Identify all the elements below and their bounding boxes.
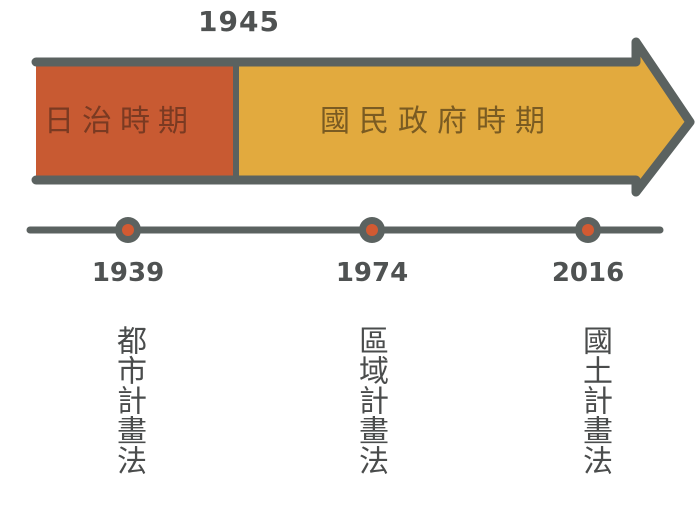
divider-year-label: 1945 — [198, 5, 280, 38]
event-dot-2016 — [575, 217, 601, 243]
event-law-1939: 都市計畫法 — [111, 324, 146, 475]
event-year-1974: 1974 — [335, 258, 409, 288]
event-law-2016: 國土計畫法 — [577, 324, 612, 475]
era-block-kmt — [236, 44, 690, 190]
event-dot-1939 — [115, 217, 141, 243]
era-block-japanese — [36, 64, 236, 178]
event-year-2016: 2016 — [551, 258, 625, 288]
event-law-1974: 區域計畫法 — [353, 324, 388, 475]
event-year-1939: 1939 — [91, 258, 165, 288]
arrow-outline — [31, 37, 695, 197]
event-dot-1974 — [359, 217, 385, 243]
era-label-kmt: 國民政府時期 — [320, 104, 554, 139]
era-label-japanese: 日治時期 — [44, 104, 196, 139]
